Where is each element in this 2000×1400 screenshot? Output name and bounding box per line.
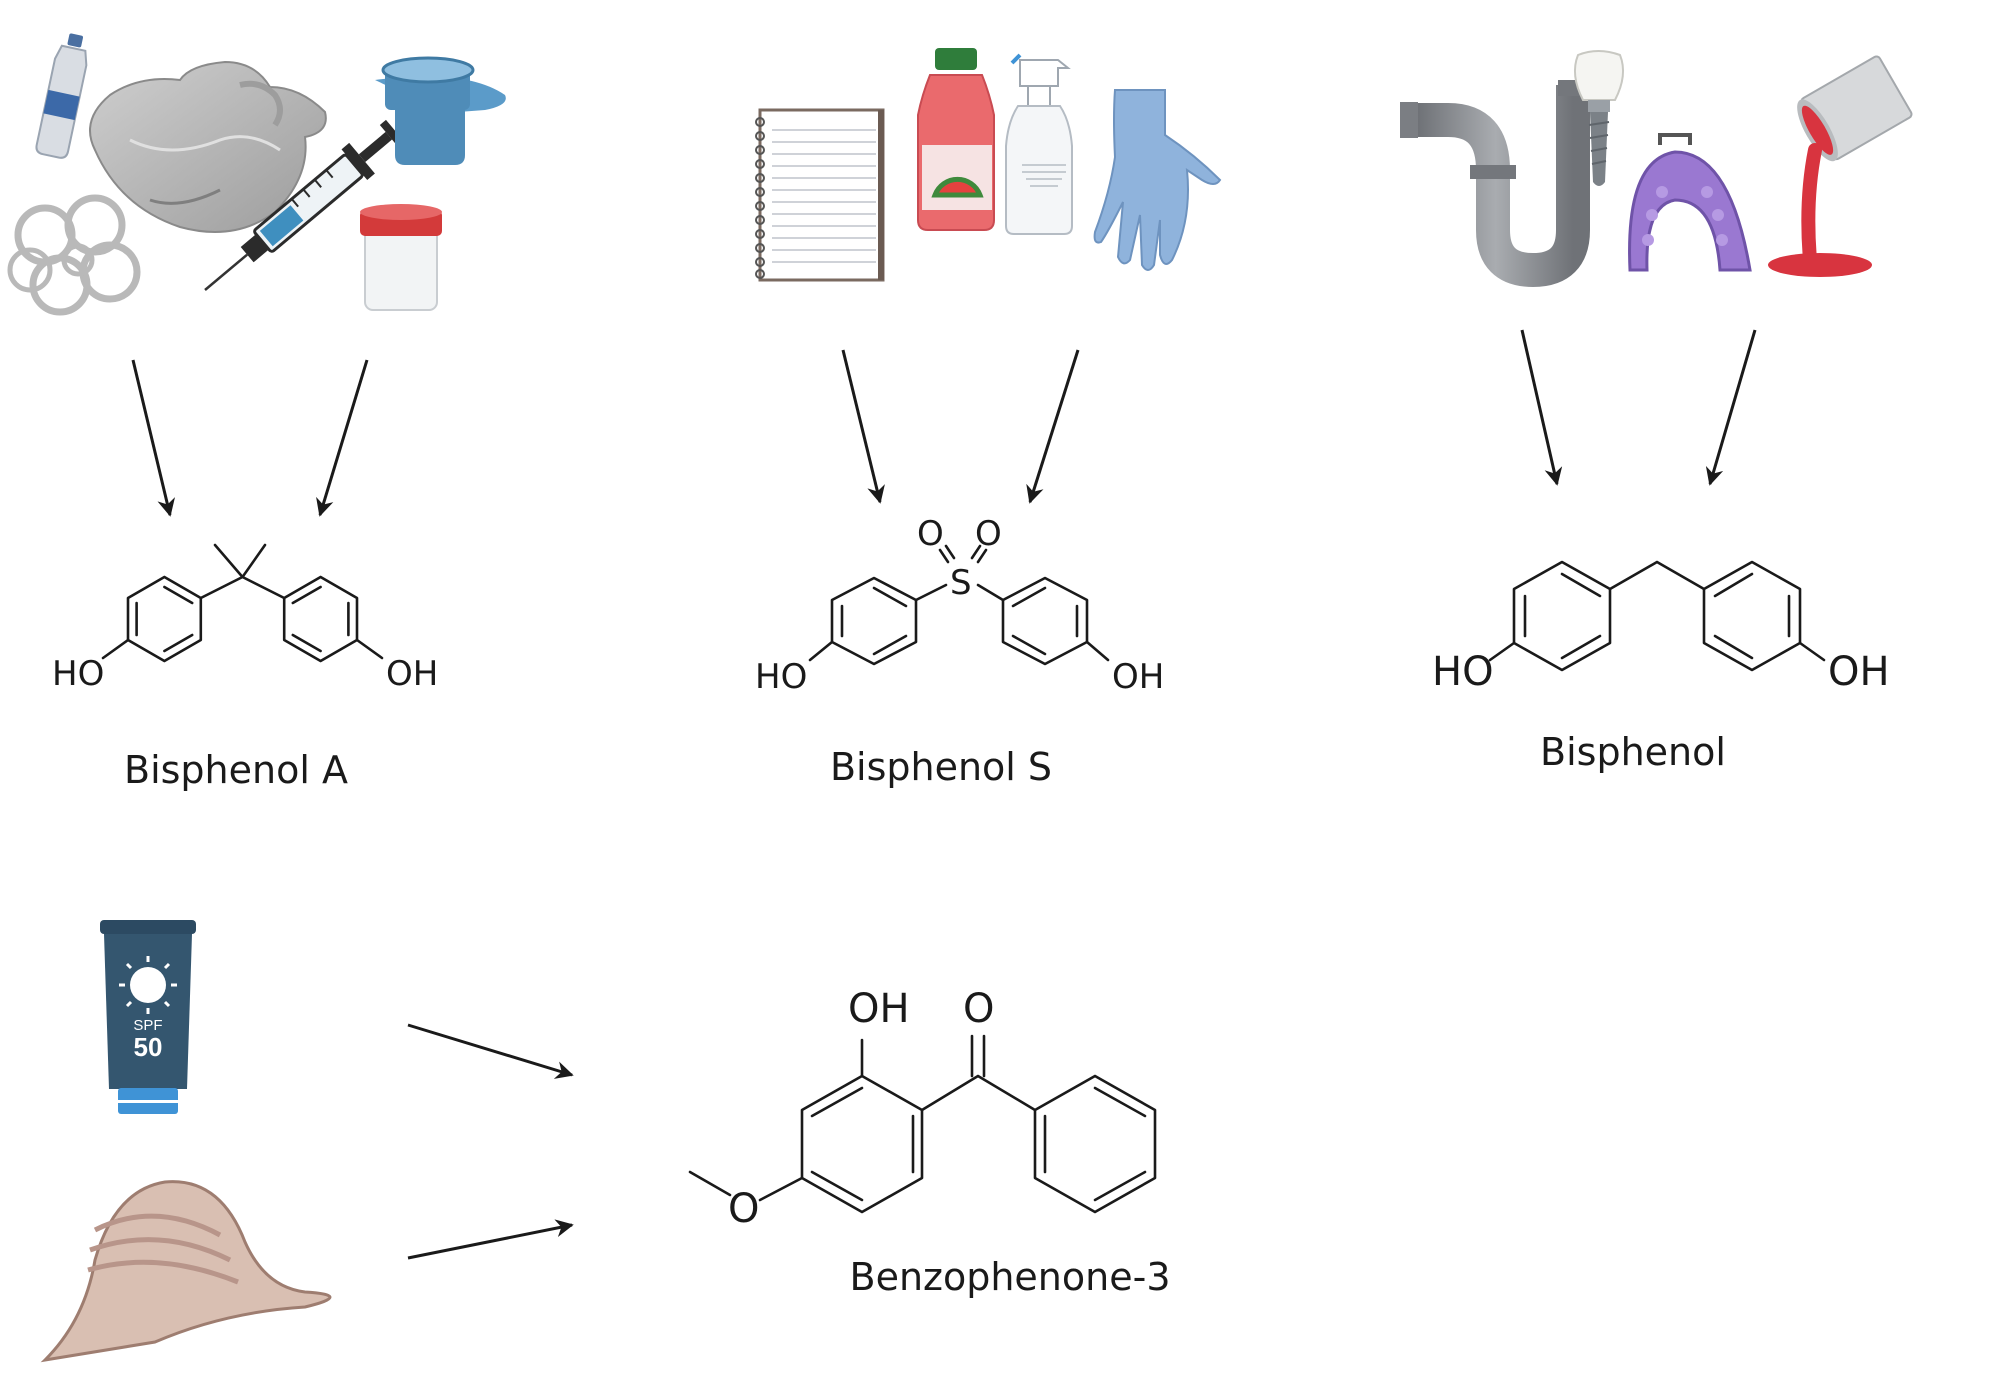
bps-source-icons (755, 48, 1222, 282)
arrow-bps-left (841, 349, 885, 504)
benzophenone-3-structure: OH O O (688, 986, 1157, 1232)
bpf-source-icons (1400, 50, 1913, 288)
sunscreen-spf-text: SPF (133, 1017, 162, 1034)
pipe-icon (1400, 80, 1608, 288)
arrow-bpf-right (1705, 329, 1757, 486)
bp3-carbonyl-o-label: O (963, 986, 994, 1032)
bpa-oh-label: OH (386, 654, 438, 694)
spray-bottle-icon (1005, 53, 1073, 235)
bpa-source-icons (7, 33, 506, 316)
bp3-ether-o-label: O (728, 1186, 759, 1232)
bisphenol-s-name: Bisphenol S (830, 745, 1052, 789)
glove-icon (1093, 89, 1222, 271)
bisphenol-structure: HO OH (1432, 560, 1890, 695)
sunscreen-50-text: 50 (134, 1032, 163, 1062)
arrow-bpf-left (1520, 329, 1563, 486)
bisphenol-a-structure: HO OH (52, 543, 438, 694)
arrow-bps-right (1026, 349, 1080, 504)
juice-bottle-icon (917, 48, 995, 231)
bps-oh-label: OH (1112, 657, 1164, 697)
bps-s-label: S (950, 563, 972, 603)
sunscreen-tube-icon: SPF 50 (100, 920, 196, 1114)
sun-hat-icon (40, 1180, 332, 1363)
arrow-bp3-top (407, 1023, 574, 1079)
bps-o1-label: O (917, 514, 944, 554)
notebook-icon (755, 108, 885, 282)
bisphenol-s-structure: S O O HO OH (755, 514, 1164, 697)
bps-o2-label: O (975, 514, 1002, 554)
bpf-oh-label: OH (1828, 649, 1890, 695)
six-pack-rings-icon (7, 194, 141, 316)
plastic-bag-icon (89, 60, 327, 233)
arrow-bpa-left (131, 359, 175, 517)
syringe-icon (204, 119, 404, 291)
arrow-bpa-right (316, 359, 369, 517)
water-bottle-icon (35, 33, 88, 159)
bisphenol-a-name: Bisphenol A (124, 748, 348, 792)
bp3-oh-label: OH (848, 986, 910, 1032)
container-lid-icon (375, 56, 506, 165)
bps-ho-label: HO (755, 657, 807, 697)
dental-tray-icon (1628, 133, 1752, 272)
paint-can-icon (1768, 55, 1913, 277)
bp3-source-icons: SPF 50 (40, 920, 332, 1363)
arrow-bp3-bottom (407, 1219, 574, 1260)
bisphenol-name: Bisphenol (1540, 730, 1726, 774)
arrows (131, 329, 1757, 1260)
dental-implant-icon (1573, 50, 1625, 186)
specimen-jar-icon (360, 204, 442, 311)
benzophenone-3-name: Benzophenone-3 (850, 1255, 1171, 1299)
bpf-ho-label: HO (1432, 649, 1494, 695)
bpa-ho-label: HO (52, 654, 104, 694)
